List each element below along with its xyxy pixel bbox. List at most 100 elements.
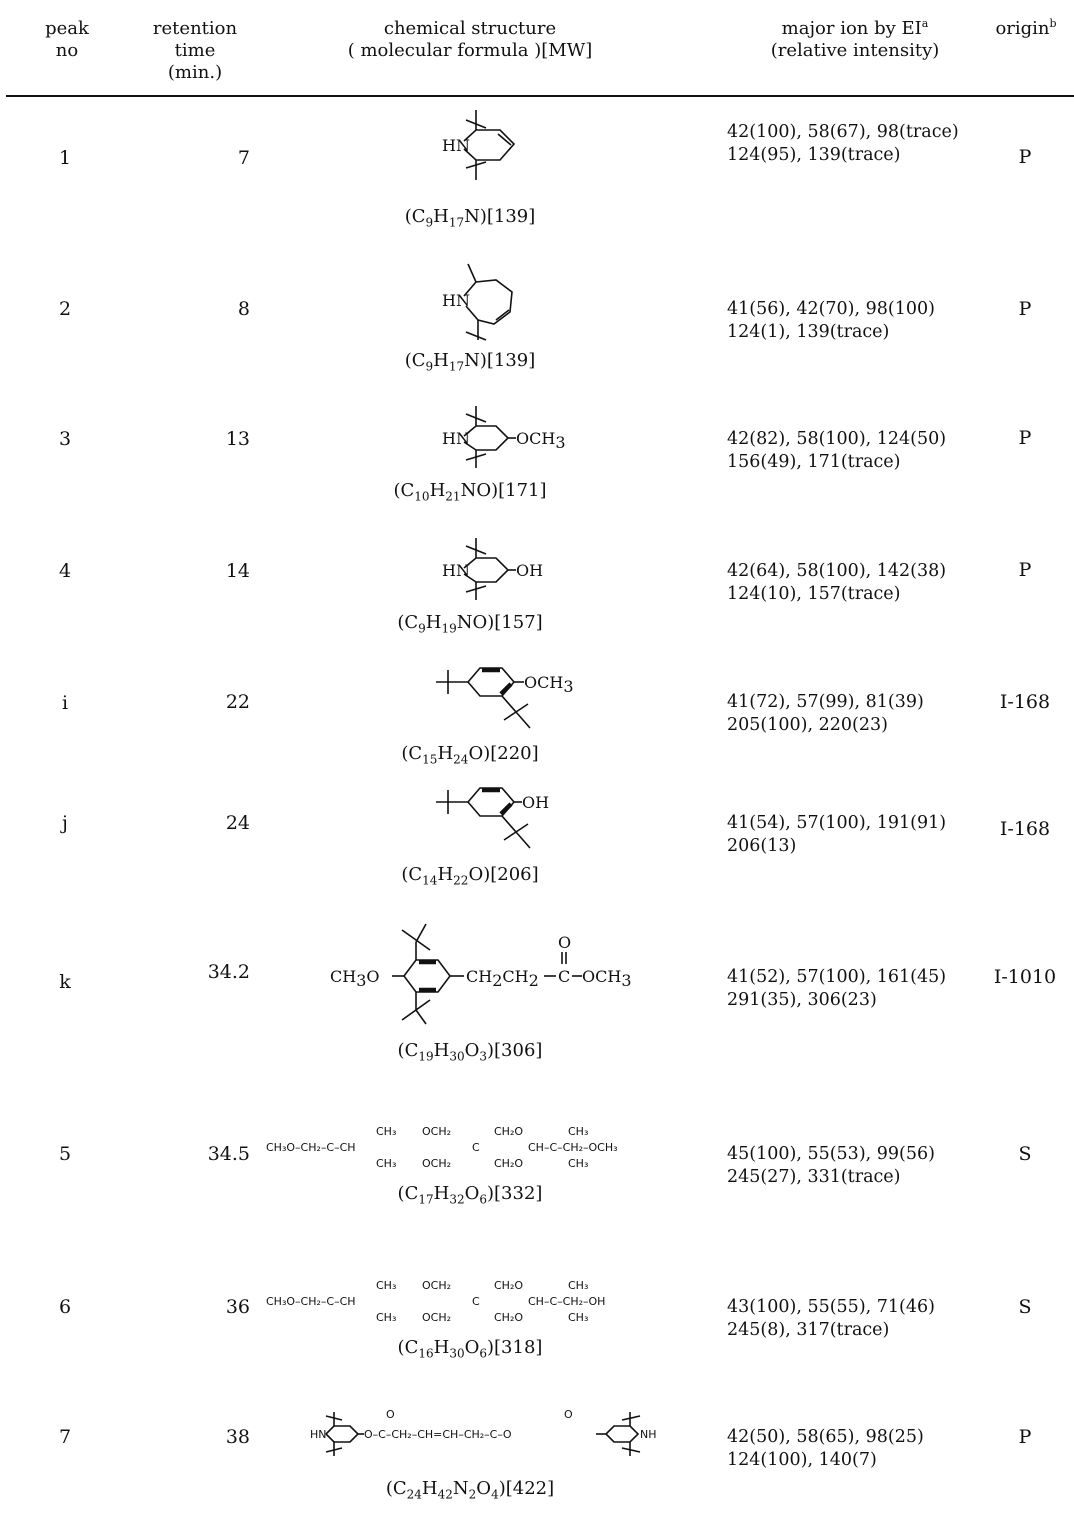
header-ion-sup: a — [921, 17, 929, 30]
row-6-formula: (C16H30O6)[318] — [397, 1337, 543, 1361]
row-k-och3-label: OCH3 — [582, 967, 632, 990]
header-rt-line2: time — [174, 40, 216, 61]
row-k-ions-line2: 291(35), 306(23) — [727, 990, 877, 1010]
row-2-origin: P — [1018, 298, 1032, 320]
header-major-ion: major ion by EIa (relative intensity) — [735, 18, 975, 62]
header-retention-time: retention time (min.) — [130, 18, 260, 84]
row-3-hn-label: HN — [442, 429, 470, 448]
row-5-ch3-top-left: CH₃ — [376, 1125, 396, 1138]
row-4-peak: 4 — [58, 560, 72, 582]
header-rule — [6, 95, 1074, 97]
row-5-och2-top: OCH₂ — [422, 1125, 451, 1138]
row-6-c-mid: C — [472, 1295, 480, 1308]
row-j-oh-label: OH — [522, 793, 549, 812]
row-5-ch3-bottom-left: CH₃ — [376, 1157, 396, 1170]
row-5-och2-bottom: OCH₂ — [422, 1157, 451, 1170]
row-7-o-left: O — [386, 1408, 395, 1421]
row-i-ions-line2: 205(100), 220(23) — [727, 715, 888, 735]
row-i-ions-line1: 41(72), 57(99), 81(39) — [727, 692, 924, 712]
row-7-origin: P — [1018, 1426, 1032, 1448]
row-1-ions-line2: 124(95), 139(trace) — [727, 145, 901, 165]
row-1-hn-label: HN — [442, 136, 470, 155]
row-7-o-right: O — [564, 1408, 573, 1421]
row-i-formula: (C15H24O)[220] — [401, 743, 539, 767]
row-4-oh-label: OH — [516, 561, 543, 580]
row-4-hn-label: HN — [442, 561, 470, 580]
row-4-ions-line2: 124(10), 157(trace) — [727, 584, 901, 604]
row-1-origin: P — [1018, 146, 1032, 168]
row-3-ions-line1: 42(82), 58(100), 124(50) — [727, 429, 947, 449]
header-peak-line1: peak — [45, 18, 89, 39]
row-7-formula: (C24H42N2O4)[422] — [385, 1478, 555, 1502]
row-6-ch3-bottom-right: CH₃ — [568, 1311, 588, 1324]
row-k-ch2ch2-label: CH2CH2 — [466, 967, 539, 990]
row-6-och2-bottom: OCH₂ — [422, 1311, 451, 1324]
row-3-ions-line2: 156(49), 171(trace) — [727, 452, 901, 472]
row-k-peak: k — [59, 971, 71, 993]
row-i-structure: OCH3 — [436, 667, 574, 729]
header-origin-sup: b — [1049, 17, 1057, 30]
row-4-structure: HN OH — [442, 538, 543, 600]
row-7-hn-label: HN — [310, 1428, 327, 1441]
row-6-ions: 43(100), 55(55), 71(46) 245(8), 317(trac… — [727, 1296, 987, 1342]
header-rt-line3: (min.) — [167, 62, 223, 83]
row-7-nh-label: NH — [640, 1428, 657, 1441]
row-2-hn-label: HN — [442, 291, 470, 310]
row-7-ions: 42(50), 58(65), 98(25) 124(100), 140(7) — [727, 1426, 987, 1472]
row-5-structure: CH₃ OCH₂ CH₂O CH₃ CH₃O–CH₂–C–CH C CH–C–C… — [266, 1125, 618, 1170]
row-7-retention-time: 38 — [225, 1426, 250, 1448]
row-5-ch3-top-right: CH₃ — [568, 1125, 588, 1138]
header-origin-line: originb — [980, 18, 1072, 40]
row-j-structure: OH — [436, 787, 549, 849]
row-6-ch3-bottom-left: CH₃ — [376, 1311, 396, 1324]
row-k-c-label: C — [558, 967, 570, 986]
row-7-peak: 7 — [58, 1426, 72, 1448]
row-6-peak: 6 — [58, 1296, 72, 1318]
header-ion-line1: major ion by EIa — [735, 18, 975, 40]
row-2-ions-line2: 124(1), 139(trace) — [727, 322, 890, 342]
row-3-retention-time: 13 — [225, 428, 250, 450]
row-5-retention-time: 34.5 — [207, 1143, 250, 1165]
row-4-retention-time: 14 — [225, 560, 250, 582]
header-rt-line1: retention — [152, 18, 238, 39]
row-5-formula: (C17H32O6)[332] — [397, 1183, 543, 1207]
row-5-ions-line2: 245(27), 331(trace) — [727, 1167, 901, 1187]
header-origin-text: origin — [995, 18, 1050, 39]
row-1-formula: (C9H17N)[139] — [404, 206, 536, 230]
row-1-peak: 1 — [58, 147, 72, 169]
row-k-ions: 41(52), 57(100), 161(45) 291(35), 306(23… — [727, 966, 987, 1012]
row-2-ions-line1: 41(56), 42(70), 98(100) — [727, 299, 935, 319]
row-2-retention-time: 8 — [237, 298, 250, 320]
row-6-origin: S — [1018, 1296, 1032, 1318]
row-3-och3-label: OCH3 — [516, 429, 566, 452]
row-j-retention-time: 24 — [225, 812, 250, 834]
row-j-peak: j — [62, 812, 68, 834]
row-i-retention-time: 22 — [225, 691, 250, 713]
row-5-origin: S — [1018, 1143, 1032, 1165]
row-5-ch2o-bottom: CH₂O — [494, 1157, 523, 1170]
row-j-formula: (C14H22O)[206] — [401, 864, 539, 888]
row-6-och2-top: OCH₂ — [422, 1279, 451, 1292]
row-5-left-chain: CH₃O–CH₂–C–CH — [266, 1141, 356, 1154]
row-k-retention-time: 34.2 — [207, 961, 250, 983]
header-chemical-structure: chemical structure ( molecular formula )… — [270, 18, 670, 62]
row-2-formula: (C9H17N)[139] — [404, 350, 536, 374]
header-structure-line1: chemical structure — [383, 18, 557, 39]
row-3-origin: P — [1018, 427, 1032, 449]
row-k-origin: I-1010 — [993, 966, 1057, 988]
row-1-structure: HN — [442, 110, 516, 180]
row-3-formula: (C10H21NO)[171] — [393, 480, 547, 504]
row-i-peak: i — [61, 692, 69, 714]
row-3-ions: 42(82), 58(100), 124(50) 156(49), 171(tr… — [727, 428, 987, 474]
row-j-ions: 41(54), 57(100), 191(91) 206(13) — [727, 812, 987, 858]
row-5-ch2o-top: CH₂O — [494, 1125, 523, 1138]
row-6-ch2o-top: CH₂O — [494, 1279, 523, 1292]
header-peak-no: peak no — [12, 18, 122, 62]
row-k-ch3o-label: CH3O — [330, 967, 380, 990]
row-7-structure: HN O–C–CH₂–CH=CH–CH₂–C–O O O NH — [310, 1408, 657, 1456]
row-1-retention-time: 7 — [237, 147, 250, 169]
row-5-right-chain: CH–C–CH₂–OCH₃ — [528, 1141, 618, 1154]
row-k-formula: (C19H30O3)[306] — [397, 1040, 543, 1064]
row-6-ch2o-bottom: CH₂O — [494, 1311, 523, 1324]
row-5-c-mid: C — [472, 1141, 480, 1154]
